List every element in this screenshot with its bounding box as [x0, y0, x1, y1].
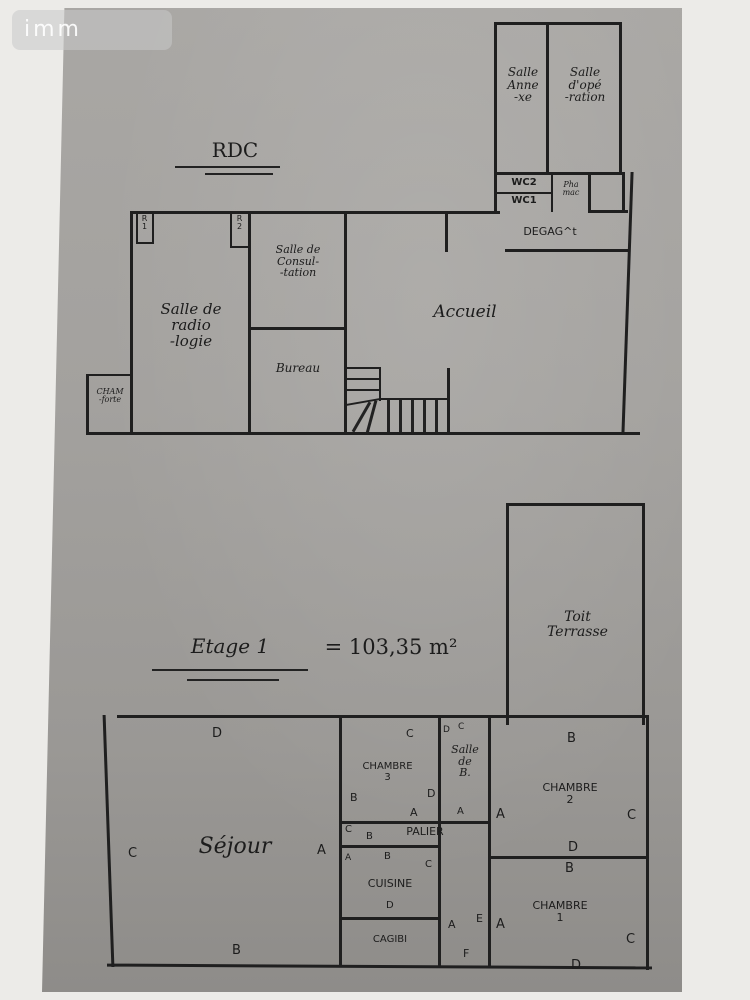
wall-mark: C [128, 846, 138, 861]
wall [506, 503, 644, 506]
wall [136, 242, 154, 244]
wall [339, 717, 342, 967]
wall [646, 715, 649, 970]
wall-mark: C [458, 722, 465, 732]
wall [250, 327, 345, 330]
wall-mark: B [366, 831, 373, 842]
title-underline [175, 166, 280, 168]
wall-mark: D [571, 958, 582, 973]
wall [344, 212, 347, 434]
wall [496, 172, 624, 175]
wall [230, 246, 249, 248]
room-label-wc2: WC2 [511, 177, 537, 188]
wall-mark: B [232, 943, 241, 958]
wall [152, 213, 154, 243]
room-label-salle-consultation: Salle de Consul- -tation [275, 243, 321, 280]
wall [622, 172, 625, 212]
wall-mark: D [568, 840, 579, 855]
room-label-bureau: Bureau [275, 361, 321, 375]
room-label-chambre-1: CHAMBRE 1 [532, 899, 588, 924]
wall-mark: D [386, 900, 394, 911]
wall [438, 717, 441, 967]
wall-mark: D [427, 787, 436, 800]
title-underline [152, 669, 308, 671]
room-label-wc1: WC1 [511, 195, 537, 206]
wall [130, 211, 133, 435]
room-label-accueil: Accueil [433, 302, 497, 322]
wall-mark: C [425, 859, 432, 870]
wall [642, 503, 645, 725]
room-label-cagibi: CAGIBI [372, 934, 408, 945]
wall-mark: C [626, 932, 636, 947]
wall [341, 917, 441, 920]
room-label-cuisine: CUISINE [367, 877, 413, 890]
room-label-palier: PALIER [406, 825, 444, 838]
wall [506, 503, 509, 725]
wall [488, 717, 491, 967]
wall [619, 22, 622, 172]
wall [86, 374, 89, 434]
wall [588, 210, 628, 213]
first-floor-title: Etage 1 [190, 634, 270, 658]
wall [117, 715, 647, 718]
wall [505, 249, 630, 252]
room-label-salle-radiologie: Salle de radio -logie [160, 300, 222, 350]
wall [551, 174, 553, 212]
room-label-chambre-forte: CHAM -forte [96, 387, 124, 405]
first-floor-area: = 103,35 m² [324, 635, 458, 659]
wall-mark: A [448, 918, 456, 931]
wall [588, 174, 591, 212]
wall [447, 368, 450, 434]
room-label-salle-operation: Salle d'opé -ration [564, 65, 606, 105]
wall-mark: C [627, 808, 637, 823]
title-underline [187, 679, 279, 681]
wall-mark: D [212, 726, 223, 741]
wall-mark: A [457, 806, 464, 817]
wall [546, 24, 549, 174]
wall-mark: F [463, 947, 470, 960]
room-label-chambre-2: CHAMBRE 2 [542, 781, 598, 806]
wall-mark: A [496, 917, 505, 932]
room-label-sejour: Séjour [198, 834, 272, 859]
room-label-salle-annexe: Salle Anne -xe [507, 65, 539, 105]
wall-mark: B [565, 861, 574, 876]
room-label-degagement: DEGAG^t [523, 225, 577, 238]
watermark-logo: imm [12, 10, 172, 50]
wall-mark: A [317, 843, 326, 858]
ground-floor-title: RDC [211, 138, 259, 162]
room-label-chambre-3: CHAMBRE 3 [362, 761, 413, 783]
wall-mark: C [406, 727, 414, 740]
wall-mark: A [410, 806, 418, 819]
wall [248, 212, 251, 434]
wall [130, 211, 500, 214]
wall-mark: B [350, 791, 358, 804]
wall [494, 22, 620, 25]
wall-mark: A [345, 853, 352, 863]
room-label-salle-de-bain: Salle de B. [451, 743, 479, 780]
room-label-toit-terrasse: Toit Terrasse [547, 609, 608, 640]
wall [494, 22, 497, 212]
room-label-r1: R 1 [141, 214, 148, 232]
wall [445, 212, 448, 252]
wall [136, 213, 138, 243]
wall [86, 374, 132, 376]
room-label-r2: R 2 [236, 214, 243, 232]
wall-mark: C [345, 824, 352, 835]
wall [496, 192, 552, 194]
wall-mark: A [496, 807, 505, 822]
wall [490, 856, 647, 859]
room-label-pharmacie: Pha mac [562, 180, 580, 198]
wall [341, 821, 489, 824]
wall-mark: E [476, 912, 483, 925]
wall-mark: D [443, 725, 450, 735]
wall-mark: B [384, 851, 391, 862]
wall-mark: B [567, 731, 576, 746]
wall [86, 432, 640, 435]
wall [341, 845, 441, 848]
title-underline [205, 173, 273, 175]
wall [230, 213, 232, 248]
